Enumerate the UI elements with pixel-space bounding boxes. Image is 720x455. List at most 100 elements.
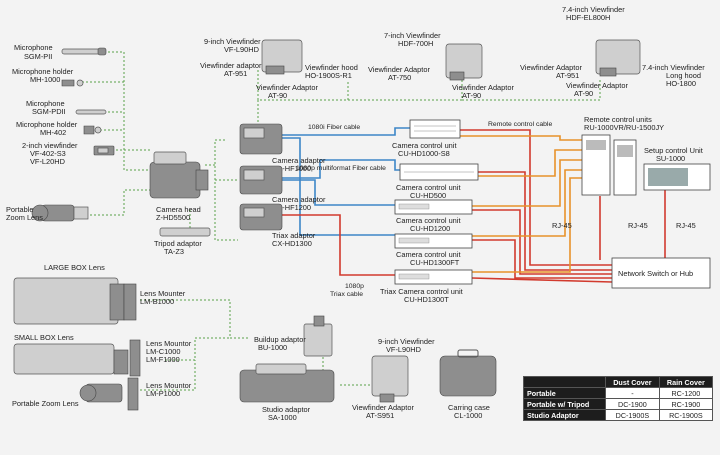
- camera-adaptor-ca-hf1200: [239, 165, 283, 195]
- portable-zoom-lens-1: [31, 204, 89, 222]
- label-vf-hood-model: HO-1900S-R1: [305, 71, 352, 80]
- label-cam-adaptor-2-model: CA-HF1200: [272, 203, 311, 212]
- label-carring-case-model: CL-1000: [454, 411, 482, 420]
- label-lens-mountor-2: Lens Mountor: [146, 339, 192, 348]
- label-large-box: LARGE BOX Lens: [44, 263, 105, 272]
- small-box-lens: [13, 343, 129, 375]
- label-ccu-1-model: CU-HD1000-S8: [398, 149, 450, 158]
- label-cam-adaptor-1-model: CA-HF1000: [272, 164, 311, 173]
- label-vf74-right: 7.4-inch Viewfinder: [642, 63, 705, 72]
- cover-table-header: Dust Cover Rain Cover: [522, 376, 714, 388]
- cover-row-name: Portable w/ Tripod: [522, 398, 607, 410]
- label-studio-adaptor: Studio adaptor: [262, 405, 311, 414]
- cover-row-dust: -: [605, 387, 660, 399]
- remote-control-units: [581, 134, 637, 196]
- label-triax-adaptor: Triax adaptor: [272, 231, 316, 240]
- label-ccu-4: Camera control unit: [396, 250, 461, 259]
- label-cam-adaptor-1: Camera adaptor: [272, 156, 326, 165]
- label-vf9-title: 9-inch Viewfinder: [204, 37, 261, 46]
- label-network: Network Switch or Hub: [618, 269, 693, 278]
- studio-adaptor: [239, 363, 335, 403]
- label-rcu-model: RU-1000VR/RU-1500JY: [584, 123, 664, 132]
- camera-adaptor-ca-hf1000: [239, 123, 283, 155]
- label-mic-holder-1-model: MH-1000: [30, 75, 60, 84]
- viewfinder-7inch: [445, 43, 483, 81]
- label-microphone-2: Microphone: [26, 99, 65, 108]
- label-ccu-2: Camera control unit: [396, 183, 461, 192]
- label-ccu-1: Camera control unit: [392, 141, 457, 150]
- cover-table-row: Studio Adaptor DC-1900S RC-1900S: [522, 409, 714, 421]
- accessory-links: [82, 51, 601, 391]
- label-carring-case: Carring case: [448, 403, 490, 412]
- cover-row-name: Portable: [522, 387, 607, 399]
- label-rj45-3: RJ-45: [676, 221, 696, 230]
- label-tripod-adaptor: Tripod adaptor: [154, 239, 202, 248]
- label-vf-adaptor-6-model: AT-90: [574, 89, 593, 98]
- remote-cables: [460, 135, 582, 273]
- label-rj45-2: RJ-45: [628, 221, 648, 230]
- label-lens-mountor-3-model: LM-P1000: [146, 389, 180, 398]
- ccu-cu-hd1300ft: [394, 233, 473, 249]
- label-vf-adaptor-4: Viewfinder Adaptor: [452, 83, 514, 92]
- cover-row-dust: DC-1900: [605, 398, 660, 410]
- label-setup: Setup control Unit: [644, 146, 703, 155]
- label-vf-adaptor-4-model: AT-90: [462, 91, 481, 100]
- fiber-cables: [282, 127, 410, 236]
- cover-table-header-blank: [522, 376, 607, 388]
- label-lens-mountor-2-model-1: LM-C1000: [146, 347, 181, 356]
- cover-row-rain: RC-1900: [658, 398, 714, 410]
- label-mic-holder-2: Microphone holder: [16, 120, 78, 129]
- label-cable-remote: Remote control cable: [488, 121, 552, 128]
- label-camera-head: Camera head: [156, 205, 201, 214]
- ccu-cu-hd1200: [394, 199, 473, 215]
- label-ccu-4-model: CU-HD1300FT: [410, 258, 460, 267]
- label-triax-adaptor-model: CX-HD1300: [272, 239, 312, 248]
- tripod-adaptor: [159, 227, 211, 237]
- label-portable-zoom-1: Portable: [6, 205, 34, 214]
- ccu-cu-hd500: [399, 163, 479, 181]
- microphone-holder-mh402: [83, 125, 102, 135]
- cover-table-row: Portable - RC-1200: [522, 387, 714, 399]
- label-viewfinder-2inch: 2-inch viewfinder: [22, 141, 78, 150]
- label-vf-adaptor-2: Viewfinder Adaptor: [256, 83, 318, 92]
- ccu-cu-hd1300t: [394, 269, 473, 285]
- triax-cables: [282, 129, 666, 283]
- viewfinder-9inch-top: [261, 39, 303, 75]
- label-vf-adaptor-3: Viewfinder Adaptor: [368, 65, 430, 74]
- label-microphone-2-model: SGM-PDII: [32, 107, 66, 116]
- label-ccu-2-model: CU-HD500: [410, 191, 446, 200]
- triax-adaptor-cx-hd1300: [239, 203, 283, 231]
- label-ccu-3-model: CU-HD1200: [410, 224, 450, 233]
- label-vf9-model: VF-L90HD: [224, 45, 259, 54]
- ccu-cu-hd1000-s8: [409, 119, 461, 139]
- label-vf-adaptor-5-model: AT-951: [556, 71, 579, 80]
- label-vf7-title: 7-inch Viewfinder: [384, 31, 441, 40]
- label-lens-mountor-3: Lens Mountor: [146, 381, 192, 390]
- label-setup-model: SU-1000: [656, 154, 685, 163]
- label-lens-mounter-1-model: LM-B1000: [140, 297, 174, 306]
- buildup-adaptor: [303, 315, 333, 357]
- label-cable-triax-1: 1080p: [345, 283, 364, 290]
- network-switch: [611, 257, 711, 289]
- carring-case: [439, 349, 497, 397]
- label-studio-adaptor-model: SA-1000: [268, 413, 297, 422]
- label-tripod-adaptor-model: TA-Z3: [164, 247, 184, 256]
- viewfinder-7-4inch: [595, 39, 641, 77]
- label-cable-fiber: 1080i Fiber cable: [308, 124, 360, 131]
- label-long-hood-model: HO-1800: [666, 79, 696, 88]
- cover-table-header-rain: Rain Cover: [658, 376, 714, 388]
- label-ccu-5-model: CU-HD1300T: [404, 295, 449, 304]
- label-vf-adaptor-7: Viewfinder Adaptor: [352, 403, 414, 412]
- label-mic-holder-2-model: MH-402: [40, 128, 66, 137]
- microphone-sgm-pdii: [75, 109, 107, 115]
- viewfinder-9inch-studio: [371, 355, 409, 403]
- label-vf9b-model: VF-L90HD: [386, 345, 421, 354]
- large-box-lens: [13, 277, 125, 325]
- label-vf-adaptor-3-model: AT-750: [388, 73, 411, 82]
- cover-table-row: Portable w/ Tripod DC-1900 RC-1900: [522, 398, 714, 410]
- label-vf-adaptor-7-model: AT-S951: [366, 411, 394, 420]
- label-viewfinder-2inch-model-2: VF-L20HD: [30, 157, 65, 166]
- label-vf7-model: HDF-700H: [398, 39, 433, 48]
- label-lens-mountor-2-model-2: LM-F1000: [146, 355, 180, 364]
